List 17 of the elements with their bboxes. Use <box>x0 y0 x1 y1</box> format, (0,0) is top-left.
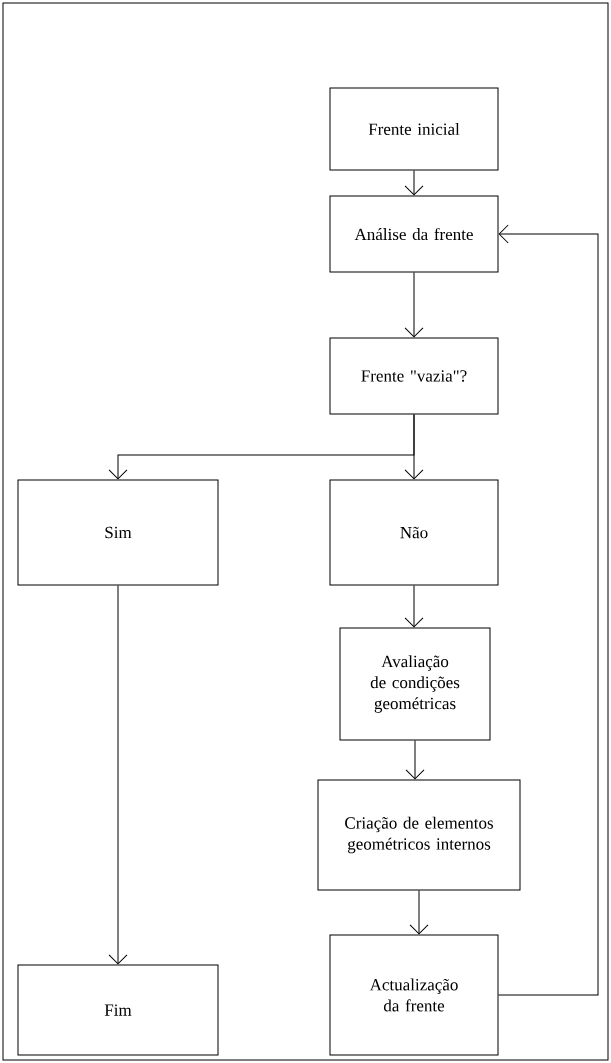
process-box: Frente inicial <box>329 87 499 171</box>
arrow <box>409 890 429 935</box>
arrow <box>404 414 424 480</box>
process-box: Fim <box>17 964 219 1056</box>
process-box: Criação de elementos geométricos internos <box>317 779 521 891</box>
arrow <box>404 272 424 338</box>
arrow <box>498 224 599 996</box>
process-box: Frente "vazia"? <box>329 337 499 415</box>
process-box: Análise da frente <box>329 195 499 273</box>
process-box: Não <box>329 479 499 586</box>
arrow <box>108 585 128 965</box>
process-box: Avaliação de condições geométricas <box>339 627 491 741</box>
arrow <box>405 740 425 780</box>
arrow <box>404 585 424 628</box>
arrow <box>404 170 424 196</box>
process-box: Actualização da frente <box>329 934 499 1056</box>
process-box: Sim <box>17 479 219 586</box>
